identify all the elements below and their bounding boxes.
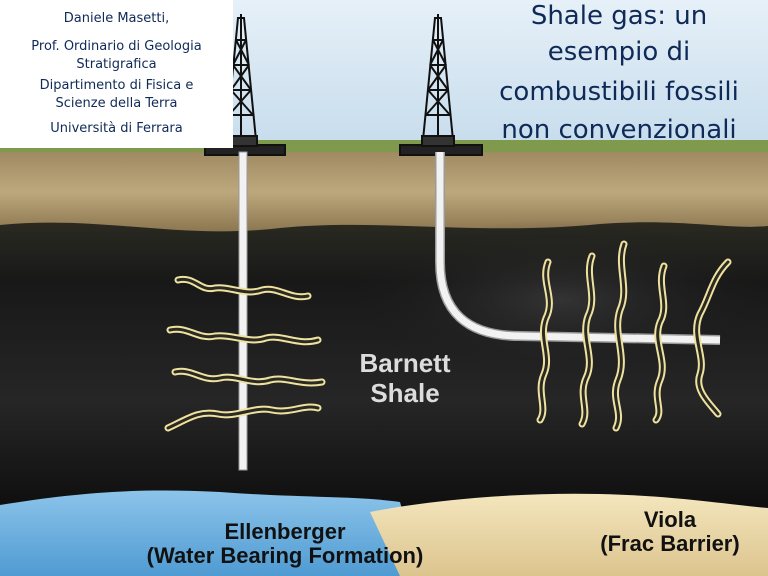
ellenberger-layer <box>0 490 420 576</box>
author-role-line1: Prof. Ordinario di Geologia <box>31 39 202 54</box>
author-info: Daniele Masetti, Prof. Ordinario di Geol… <box>0 0 233 148</box>
author-dept-line2: Scienze della Terra <box>55 96 178 111</box>
horizontal-wellbore <box>436 152 721 344</box>
fractures-vertical-well <box>164 275 326 432</box>
author-name: Daniele Masetti, <box>63 11 170 26</box>
author-dept-line1: Dipartimento di Fisica e <box>39 78 194 93</box>
viola-layer <box>370 493 768 576</box>
drilling-rig-right <box>399 14 483 156</box>
ellenberger-label-line2: (Water Bearing Formation) <box>146 543 424 568</box>
barnett-label-line1: Barnett <box>359 348 451 378</box>
title-line2: esempio di <box>547 37 691 67</box>
title-line1: Shale gas: un <box>530 1 708 31</box>
barnett-label-line2: Shale <box>370 378 440 408</box>
vertical-wellbore <box>238 151 248 471</box>
title-line3: combustibili fossili <box>499 77 739 107</box>
viola-label-line1: Viola <box>643 507 697 532</box>
author-role-line2: Stratigrafica <box>76 57 157 72</box>
slide-title: Shale gas: un esempio di combustibili fo… <box>470 0 768 148</box>
fractures-horizontal-well <box>536 240 732 432</box>
ellenberger-label-line1: Ellenberger <box>224 519 346 544</box>
ellenberger-label: Ellenberger (Water Bearing Formation) <box>130 520 440 568</box>
barnett-shale-label: Barnett Shale <box>345 348 465 408</box>
soil-layer <box>0 152 768 232</box>
viola-label: Viola (Frac Barrier) <box>570 508 768 556</box>
author-university: Università di Ferrara <box>50 121 183 136</box>
viola-label-line2: (Frac Barrier) <box>600 531 740 556</box>
title-line4: non convenzionali <box>501 115 737 145</box>
